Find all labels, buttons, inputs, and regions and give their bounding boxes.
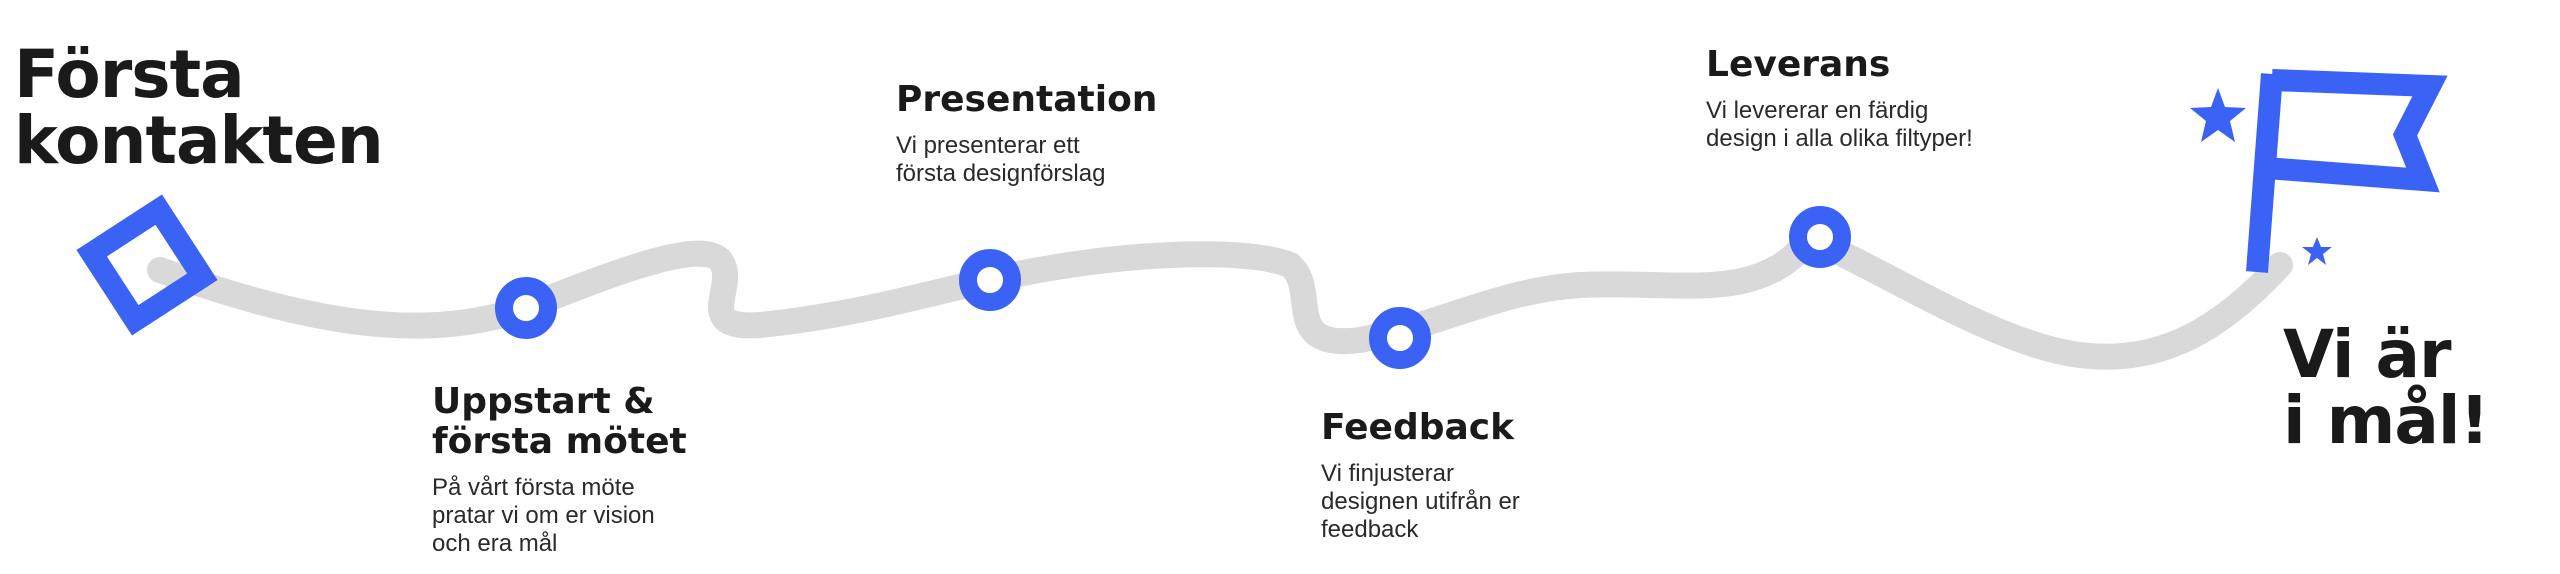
start-title: Första kontakten — [14, 36, 384, 179]
finish-title: Vi är i mål! — [2283, 316, 2490, 459]
step-leverans: Leverans Vi levererar en färdig design i… — [1706, 45, 1973, 153]
star-icon — [2302, 237, 2332, 265]
step-description: På vårt första möte pratar vi om er visi… — [432, 474, 655, 557]
step-feedback: Feedback Vi finjusterar designen utifrån… — [1321, 408, 1520, 544]
milestone-ring-presentation — [959, 249, 1021, 311]
diamond-square-icon — [76, 194, 218, 336]
milestone-ring-uppstart — [495, 277, 557, 339]
start-label: Första kontakten — [14, 36, 384, 179]
milestone-ring-leverans — [1789, 206, 1851, 268]
step-description: Vi finjusterar designen utifrån er feedb… — [1321, 460, 1520, 543]
step-presentation: Presentation Vi presenterar ett första d… — [896, 80, 1157, 188]
step-description: Vi levererar en färdig design i alla oli… — [1706, 97, 1973, 152]
step-title: Feedback — [1321, 407, 1515, 448]
flag-icon — [2246, 69, 2448, 273]
star-icon — [2190, 88, 2246, 142]
milestone-ring-feedback — [1369, 307, 1431, 369]
step-title: Uppstart & första mötet — [432, 381, 687, 462]
finish-label: Vi är i mål! — [2283, 316, 2490, 459]
journey-path — [147, 225, 2293, 370]
step-description: Vi presenterar ett första designförslag — [896, 132, 1106, 187]
step-uppstart: Uppstart & första mötet På vårt första m… — [432, 382, 687, 558]
step-title: Presentation — [896, 79, 1158, 120]
step-title: Leverans — [1706, 44, 1891, 85]
